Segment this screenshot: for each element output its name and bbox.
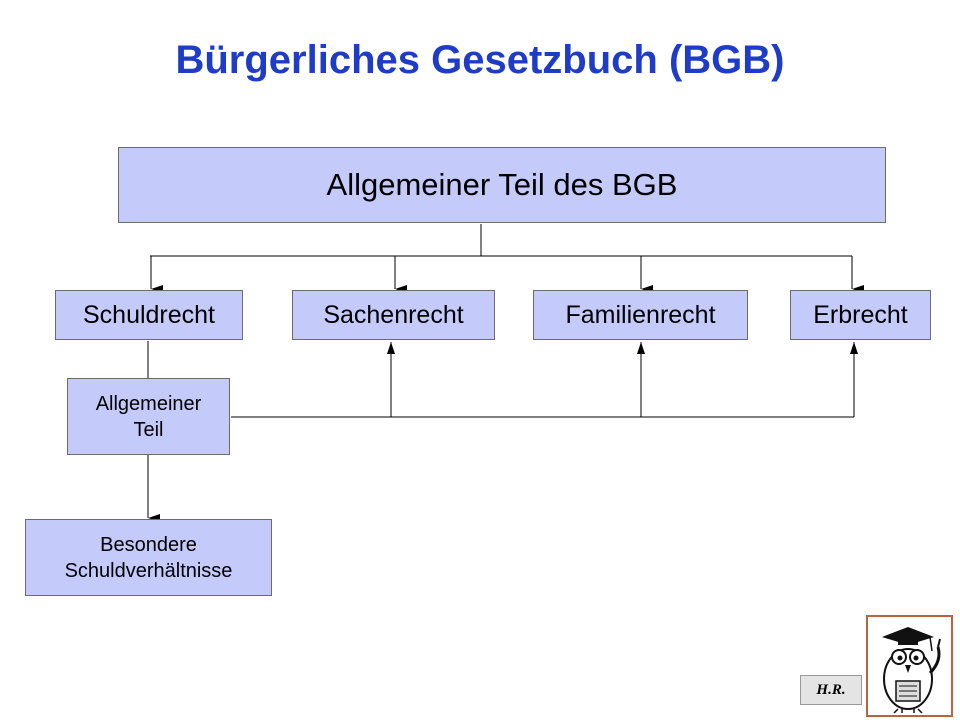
- owl-professor-icon: [866, 615, 953, 717]
- root-box: Allgemeiner Teil des BGB: [118, 147, 886, 223]
- author-badge: H.R.: [800, 675, 862, 705]
- allgemeiner-teil-line1: Allgemeiner: [95, 392, 202, 415]
- besondere-schuldverhaeltnisse-box: Besondere Schuldverhältnisse: [25, 519, 272, 596]
- category-erbrecht: Erbrecht: [790, 290, 931, 340]
- category-familienrecht: Familienrecht: [533, 290, 748, 340]
- category-schuldrecht: Schuldrecht: [55, 290, 243, 340]
- page-title: Bürgerliches Gesetzbuch (BGB): [175, 38, 785, 82]
- besondere-line2: Schuldverhältnisse: [64, 559, 233, 582]
- category-sachenrecht: Sachenrecht: [292, 290, 495, 340]
- allgemeiner-teil-box: Allgemeiner Teil: [67, 378, 230, 455]
- besondere-line1: Besondere: [100, 533, 197, 556]
- allgemeiner-teil-line2: Teil: [133, 418, 164, 441]
